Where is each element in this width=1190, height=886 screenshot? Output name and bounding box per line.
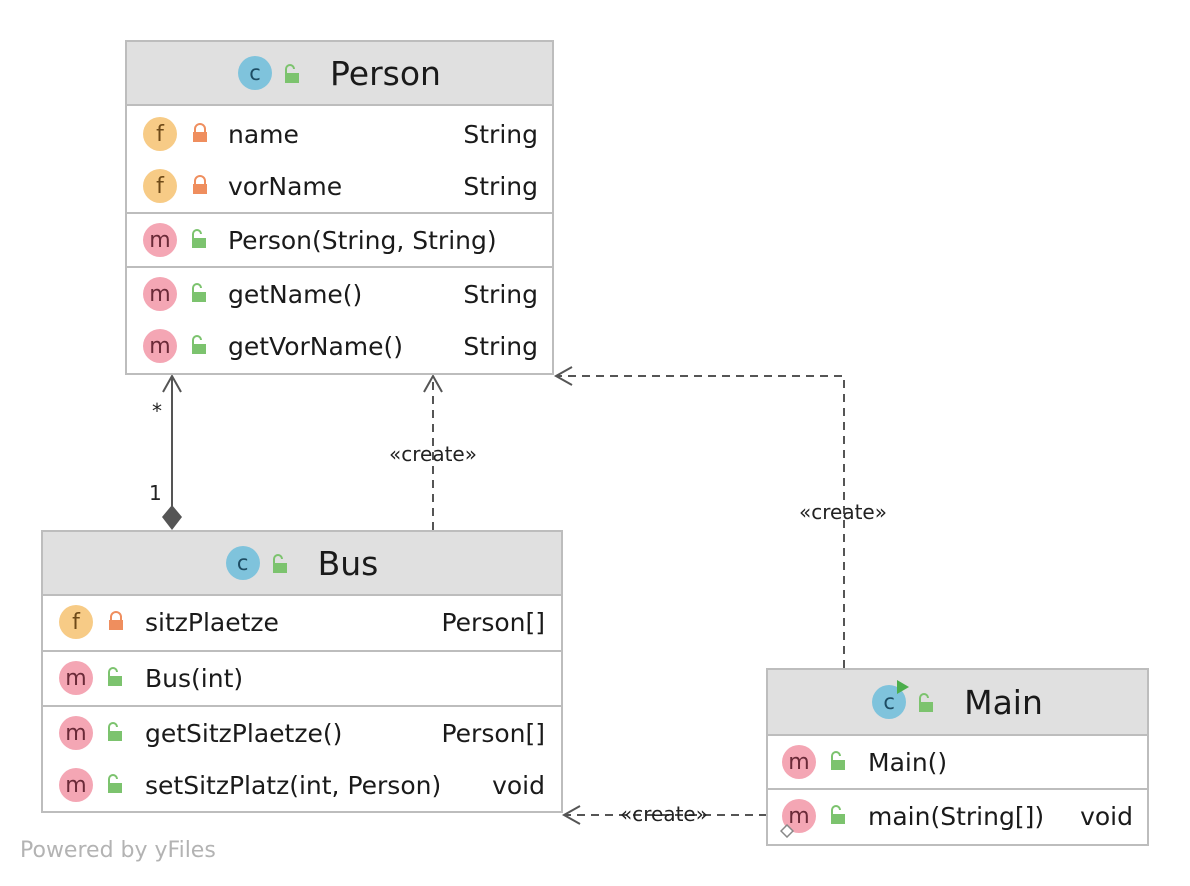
person-field-name[interactable]: f name String	[127, 108, 552, 160]
bus-person-create-label: «create»	[389, 442, 477, 466]
class-main-header: c Main	[768, 670, 1147, 736]
person-constructors: m Person(String, String)	[127, 214, 552, 268]
person-fields: f name String f vorName String	[127, 106, 552, 214]
member-type: String	[463, 119, 538, 149]
field-icon: f	[59, 605, 93, 639]
public-lock-icon	[192, 335, 206, 354]
class-bus-header: c Bus	[43, 532, 561, 596]
bus-person-target-multiplicity: *	[152, 399, 162, 423]
method-icon: m	[59, 768, 93, 802]
class-person-header: c Person	[127, 42, 552, 106]
main-method-main[interactable]: m main(String[]) void	[768, 790, 1147, 842]
member-type: void	[492, 770, 545, 800]
class-bus[interactable]: c Bus f sitzPlaetze Person[] m Bus(int	[41, 530, 563, 813]
member-name: main(String[])	[868, 801, 1045, 831]
main-bus-create-label: «create»	[620, 802, 708, 826]
bus-constructors: m Bus(int)	[43, 652, 561, 707]
edge-bus-person-composition: * 1	[149, 373, 182, 530]
class-bus-title: Bus	[317, 543, 379, 583]
method-icon: m	[59, 661, 93, 695]
member-name: getVorName()	[228, 331, 404, 361]
main-methods: m main(String[]) void	[768, 790, 1147, 844]
person-methods: m getName() String m getVorName() String	[127, 268, 552, 373]
private-lock-icon	[109, 611, 123, 630]
public-lock-icon	[108, 722, 122, 741]
public-lock-icon	[108, 774, 122, 793]
bus-method-getsitzplaetze[interactable]: m getSitzPlaetze() Person[]	[43, 707, 561, 759]
member-type: Person[]	[441, 718, 545, 748]
private-lock-icon	[193, 123, 207, 142]
public-lock-icon	[272, 554, 287, 573]
method-icon: m	[59, 716, 93, 750]
bus-fields: f sitzPlaetze Person[]	[43, 596, 561, 652]
main-constructor[interactable]: m Main()	[768, 736, 1147, 788]
public-lock-icon	[192, 283, 206, 302]
method-icon: m	[782, 745, 816, 779]
member-name: getSitzPlaetze()	[145, 718, 343, 748]
class-icon: c	[225, 546, 260, 580]
private-lock-icon	[193, 175, 207, 194]
method-icon: m	[143, 277, 177, 311]
bus-constructor[interactable]: m Bus(int)	[43, 652, 561, 704]
class-person[interactable]: c Person f name String f vorName Strin	[125, 40, 554, 375]
bus-methods: m getSitzPlaetze() Person[] m setSitzPla…	[43, 707, 561, 811]
bus-field-sitzplaetze[interactable]: f sitzPlaetze Person[]	[43, 596, 561, 648]
member-type: Person[]	[441, 607, 545, 637]
member-type: void	[1080, 801, 1133, 831]
edge-main-person-create: «create»	[553, 366, 887, 668]
edge-main-bus-create: «create»	[561, 802, 767, 826]
class-main-title: Main	[964, 682, 1043, 722]
main-constructors: m Main()	[768, 736, 1147, 790]
run-triangle-icon	[897, 680, 910, 694]
class-main[interactable]: c Main m Main() m	[766, 668, 1149, 846]
bus-person-source-multiplicity: 1	[149, 481, 162, 505]
public-lock-icon	[192, 229, 206, 248]
person-method-getvorname[interactable]: m getVorName() String	[127, 320, 552, 372]
member-type: String	[463, 279, 538, 309]
bus-method-setsitzplatz[interactable]: m setSitzPlatz(int, Person) void	[43, 759, 561, 811]
public-lock-icon	[831, 805, 845, 824]
member-name: Main()	[868, 747, 948, 777]
public-lock-icon	[831, 751, 845, 770]
field-icon: f	[143, 117, 177, 151]
person-method-getname[interactable]: m getName() String	[127, 268, 552, 320]
member-type: String	[463, 331, 538, 361]
edge-bus-person-create: «create»	[389, 373, 477, 530]
member-name: sitzPlaetze	[145, 607, 279, 637]
public-lock-icon	[919, 693, 934, 712]
member-name: Bus(int)	[145, 663, 244, 693]
class-icon: c	[238, 56, 273, 90]
field-icon: f	[143, 169, 177, 203]
public-lock-icon	[285, 64, 300, 83]
static-marker-icon	[780, 824, 794, 838]
main-person-create-label: «create»	[799, 500, 887, 524]
person-constructor[interactable]: m Person(String, String)	[127, 214, 552, 266]
member-name: getName()	[228, 279, 363, 309]
public-lock-icon	[108, 667, 122, 686]
class-person-title: Person	[330, 53, 441, 93]
member-name: name	[228, 119, 299, 149]
method-icon: m	[143, 223, 177, 257]
person-field-vorname[interactable]: f vorName String	[127, 160, 552, 212]
member-type: String	[463, 171, 538, 201]
member-name: vorName	[228, 171, 343, 201]
member-name: setSitzPlatz(int, Person)	[145, 770, 442, 800]
member-name: Person(String, String)	[228, 225, 497, 255]
method-icon: m	[143, 329, 177, 363]
powered-by-footer: Powered by yFiles	[20, 838, 216, 863]
